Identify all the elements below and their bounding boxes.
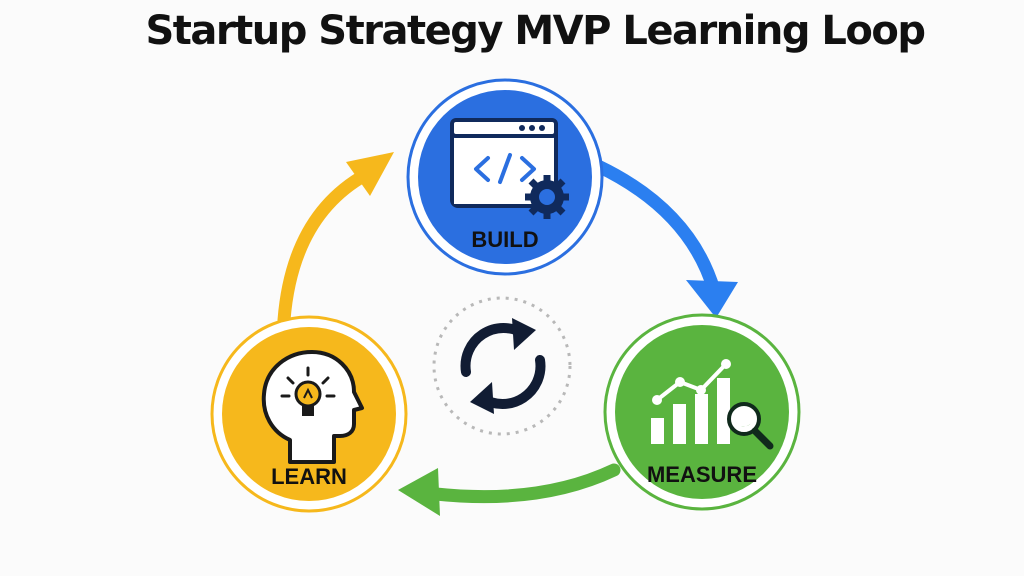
arrow-measure-to-learn <box>398 463 621 516</box>
refresh-cycle-icon <box>460 318 546 414</box>
bar-chart-magnifier-icon <box>651 359 774 450</box>
measure-label: MEASURE <box>647 462 757 487</box>
learn-node: LEARN <box>210 315 408 513</box>
center-cycle <box>432 296 572 436</box>
code-window-gear-icon <box>450 118 569 219</box>
diagram-title: Startup Strategy MVP Learning Loop <box>145 8 926 54</box>
learn-label: LEARN <box>271 464 347 489</box>
arrow-build-to-measure <box>591 159 738 318</box>
head-lightbulb-icon <box>261 350 364 464</box>
build-label: BUILD <box>471 227 538 252</box>
measure-node: MEASURE <box>603 313 801 511</box>
arrow-learn-to-build <box>277 152 394 327</box>
build-node: BUILD <box>406 78 604 276</box>
